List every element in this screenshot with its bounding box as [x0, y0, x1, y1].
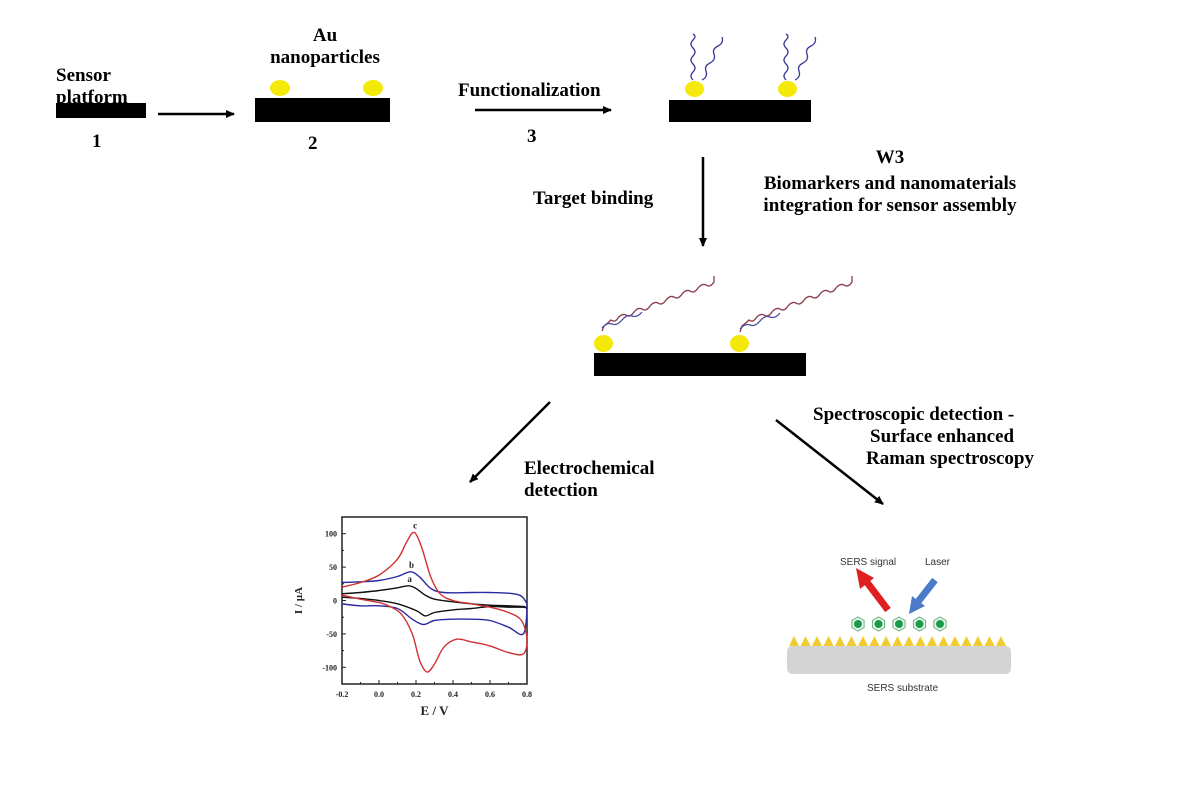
- gold-nanoparticle: [778, 81, 797, 97]
- sers-spike: [823, 636, 834, 646]
- sers-spike: [812, 636, 822, 646]
- probe-strand: [690, 33, 696, 81]
- step-number-2: 2: [308, 133, 318, 154]
- sers-spike: [927, 636, 937, 646]
- arrow-electrochemical: [469, 401, 551, 483]
- gold-nanoparticle: [685, 81, 704, 97]
- gold-nanoparticle: [594, 335, 613, 352]
- x-tick-label: -0.2: [336, 690, 349, 699]
- sers-spike: [789, 636, 799, 646]
- functionalization-label: Functionalization: [458, 80, 601, 101]
- sers-nanostructure-spikes: [789, 636, 1006, 646]
- sers-spike: [846, 636, 857, 646]
- platform-with-nanoparticles-bar: [255, 98, 390, 122]
- y-tick-label: 100: [325, 530, 337, 539]
- laser-arrowhead: [909, 596, 925, 614]
- sers-spike: [996, 636, 1006, 646]
- sers-molecule: [892, 616, 906, 632]
- sers-spike: [858, 636, 868, 646]
- x-tick-label: 0.0: [374, 690, 384, 699]
- probe-strand: [601, 311, 643, 329]
- sensor-platform-bar: [56, 103, 146, 118]
- au-nanoparticles-label: Au nanoparticles: [270, 25, 380, 68]
- sers-molecule: [912, 616, 927, 632]
- sers-spike: [950, 636, 960, 646]
- x-tick-label: 0.4: [448, 690, 458, 699]
- y-tick-label: -100: [322, 663, 337, 672]
- y-tick-label: -50: [326, 630, 337, 639]
- x-tick-label: 0.8: [522, 690, 532, 699]
- probe-strand: [739, 312, 781, 330]
- sers-spike: [961, 636, 972, 646]
- target-binding-label: Target binding: [533, 188, 654, 209]
- arrow-spectroscopic: [775, 419, 884, 505]
- sers-spike: [881, 636, 891, 646]
- sers-spike: [904, 636, 914, 646]
- functionalized-platform-bar: [669, 100, 811, 122]
- x-tick-label: 0.6: [485, 690, 495, 699]
- sers-spike: [892, 636, 903, 646]
- cv-chart: -0.2 0.0 0.2 0.4 0.6 0.8 100 50 0 -50 -100 E / V I /…: [293, 516, 532, 718]
- probe-strand: [794, 36, 817, 81]
- cv-curve-label-b: b: [409, 560, 414, 570]
- cv-curve-c: [341, 531, 528, 673]
- sers-signal-arrow: [863, 578, 891, 613]
- step-number-3: 3: [527, 126, 537, 147]
- sensor-platform-label: Sensor platform: [56, 65, 128, 108]
- bound-platform-bar: [594, 353, 806, 376]
- target-strands: [601, 276, 853, 333]
- sers-molecule: [933, 616, 947, 632]
- workflow-id: W3: [875, 147, 905, 168]
- sers-substrate-label: SERS substrate: [867, 683, 939, 694]
- sers-spike: [984, 636, 995, 646]
- sers-spike: [973, 636, 983, 646]
- target-strand: [739, 276, 853, 333]
- gold-nanoparticle: [730, 335, 749, 352]
- target-strand: [601, 276, 715, 332]
- cv-curve-label-a: a: [407, 574, 412, 584]
- sers-spike: [869, 636, 880, 646]
- sers-spike: [835, 636, 845, 646]
- laser-arrow: [914, 577, 938, 606]
- x-axis-label: E / V: [421, 703, 450, 718]
- workflow-line2: integration for sensor assembly: [763, 195, 1017, 216]
- y-tick-label: 50: [329, 563, 337, 572]
- sers-signal-label: SERS signal: [840, 557, 897, 568]
- workflow-description: W3 Biomarkers and nanomaterials integrat…: [700, 147, 1080, 217]
- sers-substrate: [787, 646, 1011, 674]
- cv-curve-b: [341, 571, 528, 636]
- laser-label: Laser: [925, 557, 951, 568]
- spectroscopic-detection-label: Spectroscopic detection - Surface enhanc…: [813, 404, 1035, 469]
- y-tick-label: 0: [333, 597, 337, 606]
- gold-nanoparticle: [270, 80, 290, 96]
- sers-spike: [800, 636, 811, 646]
- sers-spike: [915, 636, 926, 646]
- workflow-line1: Biomarkers and nanomaterials: [763, 173, 1017, 194]
- cv-curve-label-c: c: [413, 520, 417, 530]
- step-number-1: 1: [92, 131, 102, 152]
- cv-curve-a: [341, 585, 528, 617]
- probe-strands: [690, 33, 817, 81]
- probe-strand: [701, 36, 724, 81]
- sers-signal-arrowhead: [856, 568, 874, 589]
- sers-molecule: [851, 616, 865, 632]
- probe-strand: [783, 33, 789, 81]
- sers-illustration: [787, 568, 1011, 674]
- x-tick-label: 0.2: [411, 690, 421, 699]
- sers-molecule: [871, 616, 886, 632]
- sers-molecules: [851, 616, 947, 632]
- sers-spike: [938, 636, 949, 646]
- y-axis-label: I / µA: [293, 587, 305, 614]
- electrochemical-detection-label: Electrochemical detection: [524, 458, 655, 501]
- gold-nanoparticle: [363, 80, 383, 96]
